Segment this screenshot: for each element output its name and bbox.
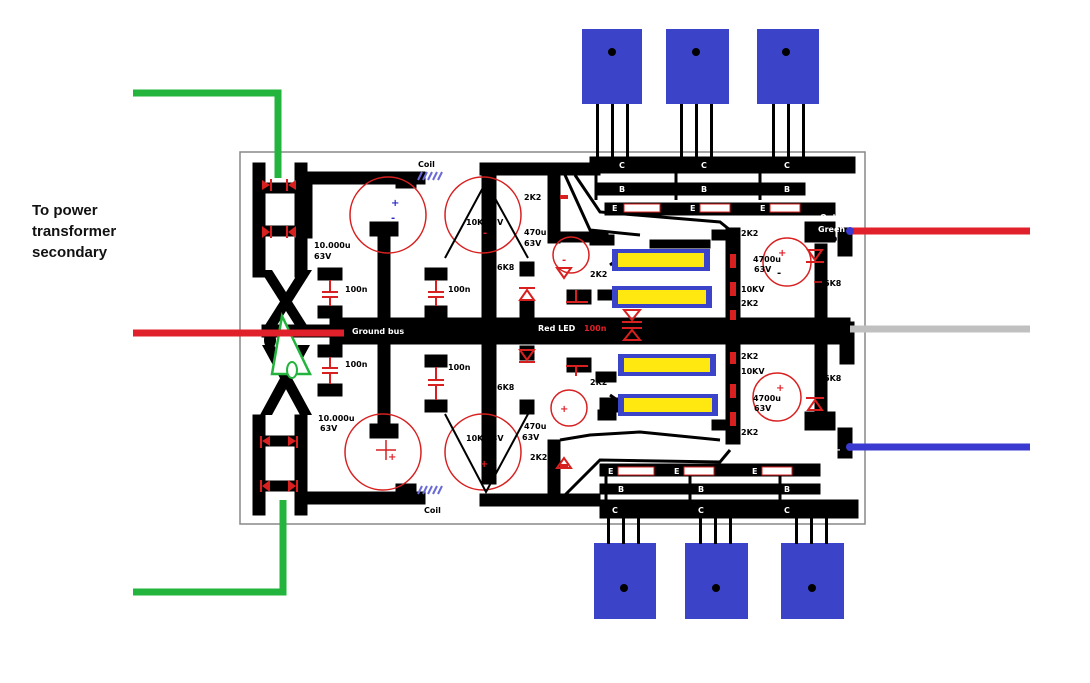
pin-e-bottom-3: E <box>752 467 757 476</box>
plus-3: + <box>480 459 488 470</box>
cap-main-top-2: 63V <box>314 252 332 261</box>
transistor-top-2 <box>666 29 729 159</box>
r2k2-b: 2K2 <box>590 270 607 279</box>
out-minus-label: Out - <box>818 445 840 454</box>
r2k2-a: 2K2 <box>524 193 541 202</box>
r10kv-top: 10KV <box>741 285 765 294</box>
transistor-top-1 <box>582 29 642 159</box>
ground-bus-label: Ground bus <box>352 327 404 336</box>
r2k2-d: 2K2 <box>530 453 547 462</box>
red-led-label: Red LED <box>538 324 576 333</box>
minus-3: - <box>562 255 566 266</box>
pin-b-top-2: B <box>701 185 707 194</box>
cap-main-top-1: 10.000u <box>314 241 351 250</box>
transistor-bottom-1 <box>594 518 656 619</box>
small-caps <box>322 280 588 400</box>
r6k8-c: 6K8 <box>824 279 842 288</box>
coil-bottom-label: Coil <box>424 506 441 515</box>
cap-marks <box>376 281 822 460</box>
pin-e-bottom-2: E <box>674 467 679 476</box>
pin-e-bottom-1: E <box>608 467 613 476</box>
r2k2-e: 2K2 <box>741 229 758 238</box>
green-led-label-1: Green <box>818 225 845 234</box>
pin-c-bottom-1: C <box>612 506 618 515</box>
cap4700-top-1: 4700u <box>753 255 781 264</box>
led-cap-label: 100n <box>584 324 607 333</box>
coils <box>417 171 443 495</box>
pin-c-bottom-3: C <box>784 506 790 515</box>
plus-1: + <box>391 198 399 209</box>
cap-main-bottom-1: 10.000u <box>318 414 355 423</box>
coil-top-label: Coil <box>418 160 435 169</box>
cap4700-bottom-1: 4700u <box>753 394 781 403</box>
pin-b-bottom-3: B <box>784 485 790 494</box>
transistor-top-3 <box>757 29 819 159</box>
r6k8-d: 6K8 <box>824 374 842 383</box>
pin-b-top-1: B <box>619 185 625 194</box>
cap470-top-2: 63V <box>524 239 542 248</box>
cap470-bottom-2: 63V <box>522 433 540 442</box>
minus-1: - <box>391 213 395 224</box>
plus-6: + <box>776 383 784 394</box>
pin-b-top-3: B <box>784 185 790 194</box>
pin-e-top-1: E <box>612 204 617 213</box>
pin-e-top-3: E <box>760 204 765 213</box>
plus-2: + <box>388 452 396 463</box>
power-resistors <box>612 249 718 416</box>
ac-wires <box>133 89 287 596</box>
pin-b-bottom-1: B <box>618 485 624 494</box>
r6k8-b: 6K8 <box>497 383 515 392</box>
pin-c-top-2: C <box>701 161 707 170</box>
minus-5: - <box>777 268 781 279</box>
cap-main-bottom-2: 63V <box>320 424 338 433</box>
minus-2: - <box>483 228 487 239</box>
transistor-bottom-3 <box>781 518 844 619</box>
cap-100n-3: 100n <box>448 285 471 294</box>
transistor-bottom-2 <box>685 518 748 619</box>
pin-c-top-3: C <box>784 161 790 170</box>
labels: Coil Coil Ground bus Red LED 100n Out + … <box>314 160 846 515</box>
cap470-top-1: 470u <box>524 228 547 237</box>
r2k2-f: 2K2 <box>741 299 758 308</box>
plus-5: + <box>778 248 786 259</box>
pot-bottom-label: 10K/63V <box>466 434 504 443</box>
cap470-bottom-1: 470u <box>524 422 547 431</box>
cap-100n-1: 100n <box>345 285 368 294</box>
leds <box>518 249 824 469</box>
green-led-label-2: LED <box>820 235 838 244</box>
capacitor-outlines <box>344 176 812 491</box>
plus-4: + <box>560 404 568 415</box>
cap4700-bottom-2: 63V <box>754 404 772 413</box>
emitter-resistors <box>617 203 801 476</box>
wires <box>133 227 1030 451</box>
rectifier-diodes <box>260 179 298 492</box>
pin-c-bottom-2: C <box>698 506 704 515</box>
pin-c-top-1: C <box>619 161 625 170</box>
cap-100n-4: 100n <box>448 363 471 372</box>
r2k2-h: 2K2 <box>741 428 758 437</box>
r2k2-c: 2K2 <box>590 378 607 387</box>
pots <box>444 179 529 495</box>
power-note: To power transformer secondary <box>32 202 117 261</box>
r6k8-a: 6K8 <box>497 263 515 272</box>
small-resistors <box>560 195 736 468</box>
cap-100n-2: 100n <box>345 360 368 369</box>
out-plus-label: Out + <box>820 213 846 222</box>
r2k2-g: 2K2 <box>741 352 758 361</box>
r10kv-bottom: 10KV <box>741 367 765 376</box>
pot-top-label: 10K-63V <box>466 218 504 227</box>
cap4700-top-2: 63V <box>754 265 772 274</box>
pin-e-top-2: E <box>690 204 695 213</box>
pin-b-bottom-2: B <box>698 485 704 494</box>
